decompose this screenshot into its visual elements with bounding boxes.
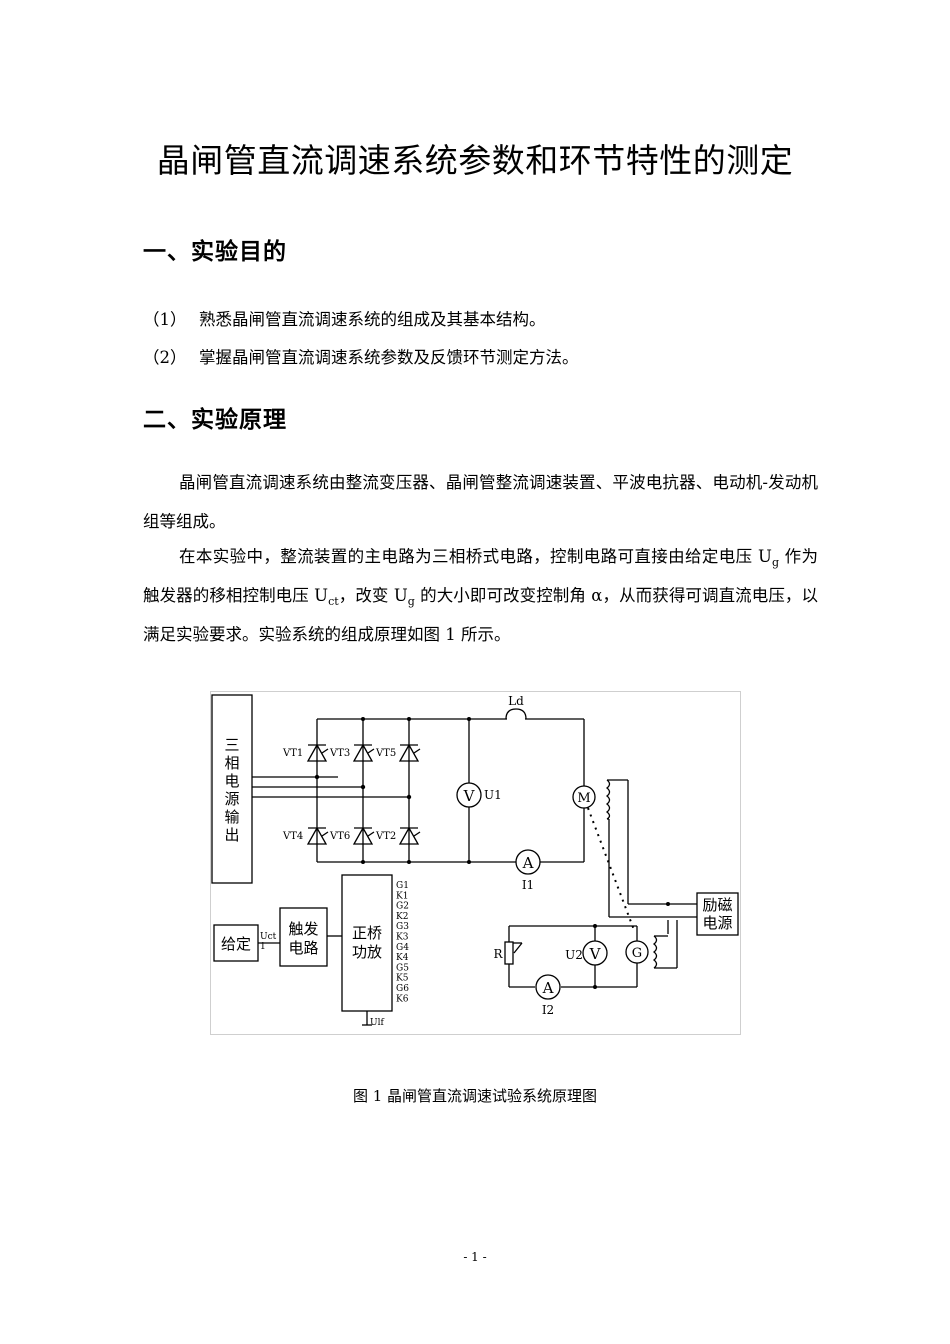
- ammeter-icon: [515, 849, 541, 875]
- voltmeter-icon: [582, 940, 608, 966]
- pin-label: G4: [396, 943, 409, 953]
- source-char-4: 源: [224, 790, 239, 808]
- resistor-label: R: [493, 947, 503, 961]
- figure-frame: [210, 691, 741, 1035]
- source-char-3: 电: [224, 772, 239, 790]
- thyristor-vt3-label: VT3: [329, 748, 350, 759]
- motor-field-coil-icon: [605, 779, 611, 820]
- voltmeter-v1-label: U1: [484, 788, 502, 802]
- objective-number: （2）: [143, 348, 187, 367]
- motor-icon: [572, 785, 596, 809]
- pin-label: G2: [396, 902, 409, 912]
- setpoint-label: 给定: [221, 935, 251, 953]
- source-char-2: 相: [224, 754, 239, 772]
- ammeter-icon: [535, 974, 561, 1000]
- pin-label: K4: [396, 953, 409, 963]
- principle-paragraph-2: 在本实验中，整流装置的主电路为三相桥式电路，控制电路可直接由给定电压 Ug 作为…: [143, 537, 818, 654]
- thyristor-vt6-label: VT6: [329, 831, 350, 842]
- objective-text: 熟悉晶闸管直流调速系统的组成及其基本结构。: [199, 310, 546, 329]
- amplifier-label-2: 功放: [352, 943, 382, 961]
- para-text: 在本实验中，整流装置的主电路为三相桥式电路，控制电路可直接由给定电压 U: [179, 547, 772, 566]
- pin-label: K5: [396, 974, 409, 984]
- source-char-1: 三: [224, 736, 239, 754]
- subscript-g: g: [771, 556, 780, 569]
- page-number: - 1 -: [463, 1250, 487, 1264]
- pin-label: G1: [396, 881, 409, 891]
- three-phase-source-box: [211, 694, 253, 884]
- ammeter-a1-symbol: A: [522, 854, 534, 872]
- document-title: 晶闸管直流调速系统参数和环节特性的测定: [156, 141, 794, 180]
- para-text: 作为触发器的移相控制电压 U: [143, 547, 818, 605]
- thyristor-vt5-icon: [398, 743, 420, 762]
- thyristor-vt4-icon: [306, 826, 328, 845]
- source-char-6: 出: [224, 826, 239, 844]
- pin-label: G5: [396, 963, 409, 973]
- objective-item-1: （1） 熟悉晶闸管直流调速系统的组成及其基本结构。: [143, 306, 546, 330]
- uct-label-suffix: 1: [260, 942, 266, 952]
- motor-label: M: [577, 791, 590, 806]
- objective-text: 掌握晶闸管直流调速系统参数及反馈环节测定方法。: [199, 348, 579, 367]
- generator-label: G: [632, 946, 642, 961]
- ammeter-a1-label: I1: [522, 878, 534, 892]
- ammeter-a2-symbol: A: [542, 979, 554, 997]
- amplifier-box: [341, 874, 393, 1012]
- section-heading-principle: 二、实验原理: [143, 407, 287, 433]
- pin-label: G6: [396, 984, 409, 994]
- pin-label: K3: [396, 933, 409, 943]
- voltmeter-icon: [456, 782, 482, 808]
- thyristor-vt2-icon: [398, 826, 420, 845]
- trigger-label-2: 电路: [288, 939, 318, 957]
- objective-item-2: （2） 掌握晶闸管直流调速系统参数及反馈环节测定方法。: [143, 344, 579, 368]
- trigger-label-1: 触发: [288, 920, 318, 938]
- circuit-diagram: Ld V U1 A I1 M 励磁 电源 G V U2 A I2 R 给定 Uc…: [210, 691, 741, 1035]
- principle-paragraph-1: 晶闸管直流调速系统由整流变压器、晶闸管整流调速装置、平波电抗器、电动机-发动机组…: [143, 473, 818, 531]
- reactor-icon: [505, 708, 527, 720]
- setpoint-box: [213, 924, 259, 962]
- trigger-circuit-box: [279, 907, 328, 967]
- para-text: 的大小即可改变控制角 α，从而获得可调直流电压，以满足实验要求。实验系统的组成原…: [143, 586, 819, 644]
- figure-caption: 图 1 晶闸管直流调速试验系统原理图: [352, 1087, 598, 1105]
- pin-label: G3: [396, 922, 409, 932]
- voltmeter-v2-label: U2: [565, 948, 583, 962]
- generator-icon: [625, 940, 649, 964]
- voltmeter-v1-symbol: V: [463, 787, 476, 805]
- subscript-g: g: [407, 595, 415, 608]
- thyristor-vt6-icon: [352, 826, 374, 845]
- thyristor-vt1-label: VT1: [282, 748, 303, 759]
- resistor-icon: [504, 941, 514, 965]
- excitation-label-2: 电源: [702, 914, 732, 932]
- thyristor-vt3-icon: [352, 743, 374, 762]
- subscript-ct: ct: [328, 595, 339, 608]
- excitation-label-1: 励磁: [702, 896, 732, 914]
- uct-label: Uct: [260, 932, 277, 942]
- reactor-label: Ld: [508, 694, 524, 708]
- ammeter-a2-label: I2: [542, 1003, 554, 1017]
- thyristor-vt5-label: VT5: [375, 748, 396, 759]
- objective-number: （1）: [143, 310, 187, 329]
- generator-field-coil-icon: [652, 935, 658, 969]
- excitation-source-box: [696, 892, 739, 936]
- thyristor-vt4-label: VT4: [282, 831, 303, 842]
- pin-label: K6: [396, 994, 409, 1004]
- section-heading-objectives: 一、实验目的: [143, 239, 287, 265]
- pin-label: K2: [396, 912, 408, 922]
- voltmeter-v2-symbol: V: [589, 945, 602, 963]
- pin-label: K1: [396, 891, 408, 901]
- para-text: ，改变 U: [338, 586, 408, 605]
- shaft-coupling: [587, 807, 635, 931]
- thyristor-vt2-label: VT2: [375, 831, 396, 842]
- ulf-label: Ulf: [370, 1018, 384, 1028]
- source-char-5: 输: [224, 808, 239, 826]
- thyristor-vt1-icon: [306, 743, 328, 762]
- amplifier-label-1: 正桥: [352, 924, 382, 942]
